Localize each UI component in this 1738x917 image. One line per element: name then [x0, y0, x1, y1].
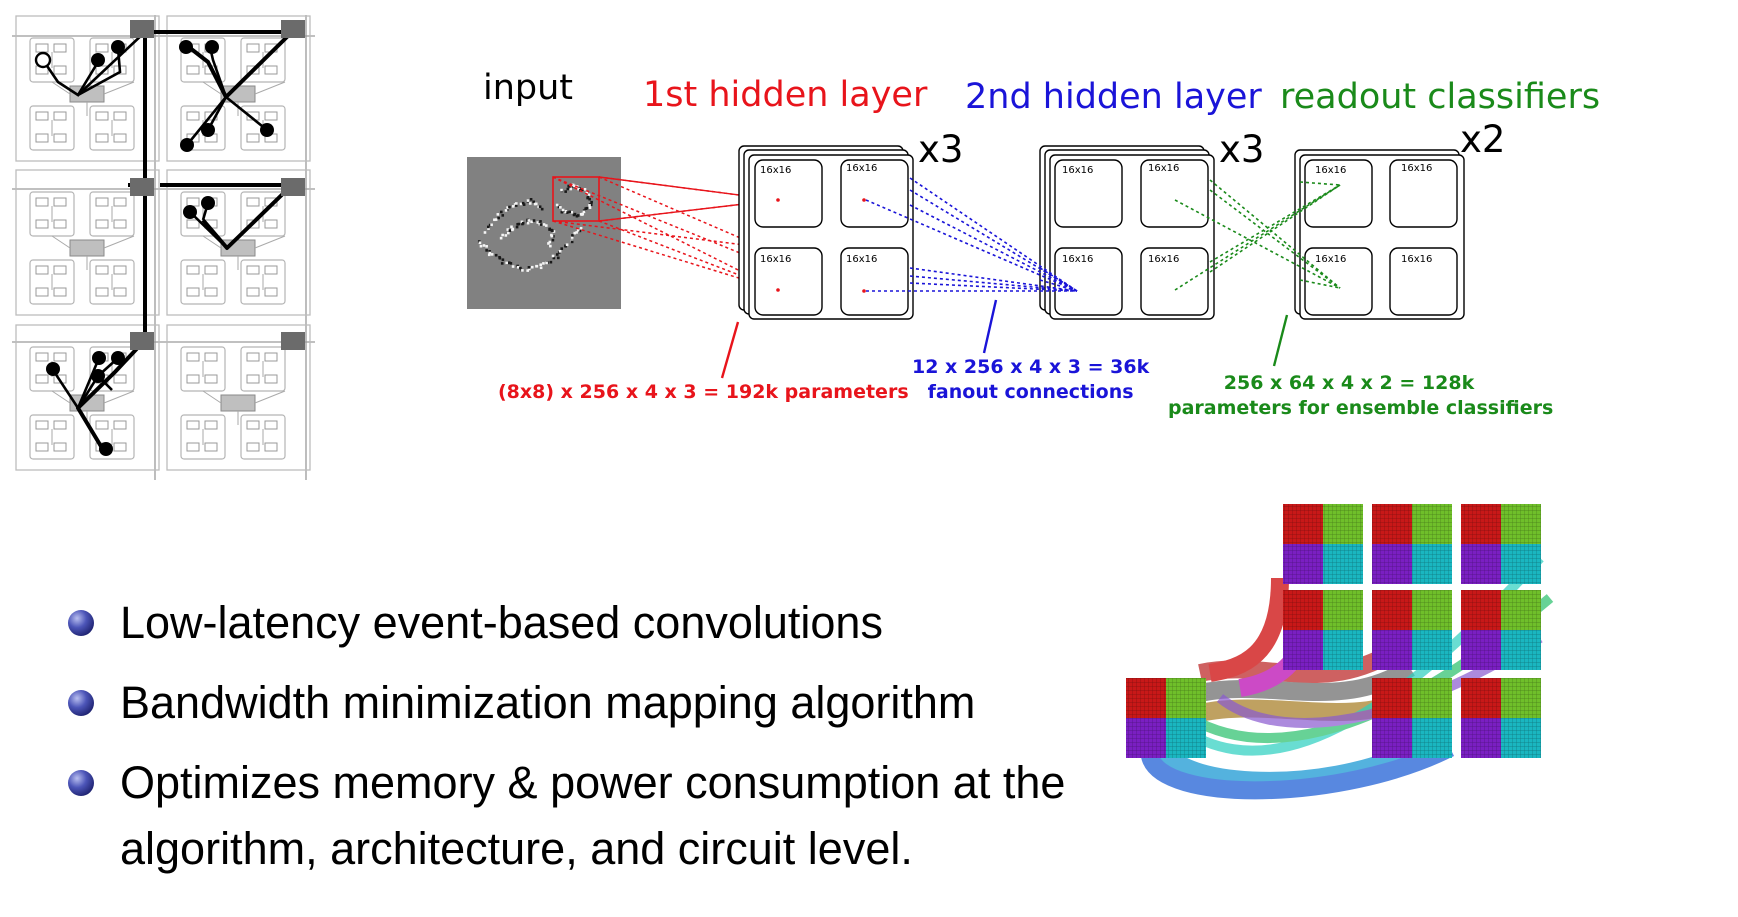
- bullet-dot-icon: [68, 610, 94, 636]
- readout-stack: [1294, 149, 1465, 320]
- bullet-text: Low-latency event-based convolutions: [120, 597, 883, 648]
- bullet-item: Bandwidth minimization mapping algorithm: [68, 670, 1168, 736]
- map-label: 16x16: [846, 254, 878, 265]
- map-label: 16x16: [760, 254, 792, 265]
- chip-3d-illustration: [1126, 504, 1554, 800]
- fanout-caption: 12 x 256 x 4 x 3 = 36k fanout connection…: [912, 355, 1149, 405]
- map-label: 16x16: [1148, 254, 1180, 265]
- readout-header: readout classifiers: [1280, 77, 1601, 117]
- hidden-layer-2-header: 2nd hidden layer: [965, 77, 1262, 117]
- bullet-item: Optimizes memory & power consumption at …: [68, 750, 1100, 882]
- input-header: input: [483, 68, 574, 108]
- network-diagram: [467, 145, 1465, 379]
- readout-multiplier: x2: [1460, 118, 1506, 161]
- hidden-layer-2-stack: [1039, 145, 1215, 320]
- hidden-layer-2-multiplier: x3: [1219, 128, 1265, 171]
- bullet-dot-icon: [68, 770, 94, 796]
- hidden-layer-1-header: 1st hidden layer: [643, 75, 928, 115]
- map-label: 16x16: [1315, 165, 1347, 176]
- hidden-layer-1-caption: (8x8) x 256 x 4 x 3 = 192k parameters: [498, 380, 909, 405]
- fanout-line-1: 12 x 256 x 4 x 3 = 36k: [912, 356, 1150, 378]
- map-label: 16x16: [1148, 163, 1180, 174]
- hidden-layer-1-params: (8x8) x 256 x 4 x 3 = 192k parameters: [498, 381, 909, 403]
- hidden-layer-1-stack: [738, 145, 914, 320]
- bullet-text: Bandwidth minimization mapping algorithm: [120, 677, 976, 728]
- map-label: 16x16: [1401, 163, 1433, 174]
- map-label: 16x16: [1315, 254, 1347, 265]
- hidden-layer-1-multiplier: x3: [918, 128, 964, 171]
- bullet-dot-icon: [68, 690, 94, 716]
- map-label: 16x16: [846, 163, 878, 174]
- map-label: 16x16: [760, 165, 792, 176]
- map-label: 16x16: [1401, 254, 1433, 265]
- bullet-list: Low-latency event-based convolutions Ban…: [68, 590, 1168, 896]
- readout-line-2: parameters for ensemble classifiers: [1168, 397, 1554, 419]
- chip-routing-grid: [12, 15, 315, 480]
- readout-line-1: 256 x 64 x 4 x 2 = 128k: [1223, 372, 1475, 394]
- bullet-item: Low-latency event-based convolutions: [68, 590, 1168, 656]
- map-label: 16x16: [1062, 165, 1094, 176]
- readout-caption: 256 x 64 x 4 x 2 = 128k parameters for e…: [1168, 371, 1554, 421]
- fanout-line-2: fanout connections: [927, 381, 1134, 403]
- map-label: 16x16: [1062, 254, 1094, 265]
- bullet-text: Optimizes memory & power consumption at …: [120, 757, 1066, 874]
- input-image: [467, 157, 621, 309]
